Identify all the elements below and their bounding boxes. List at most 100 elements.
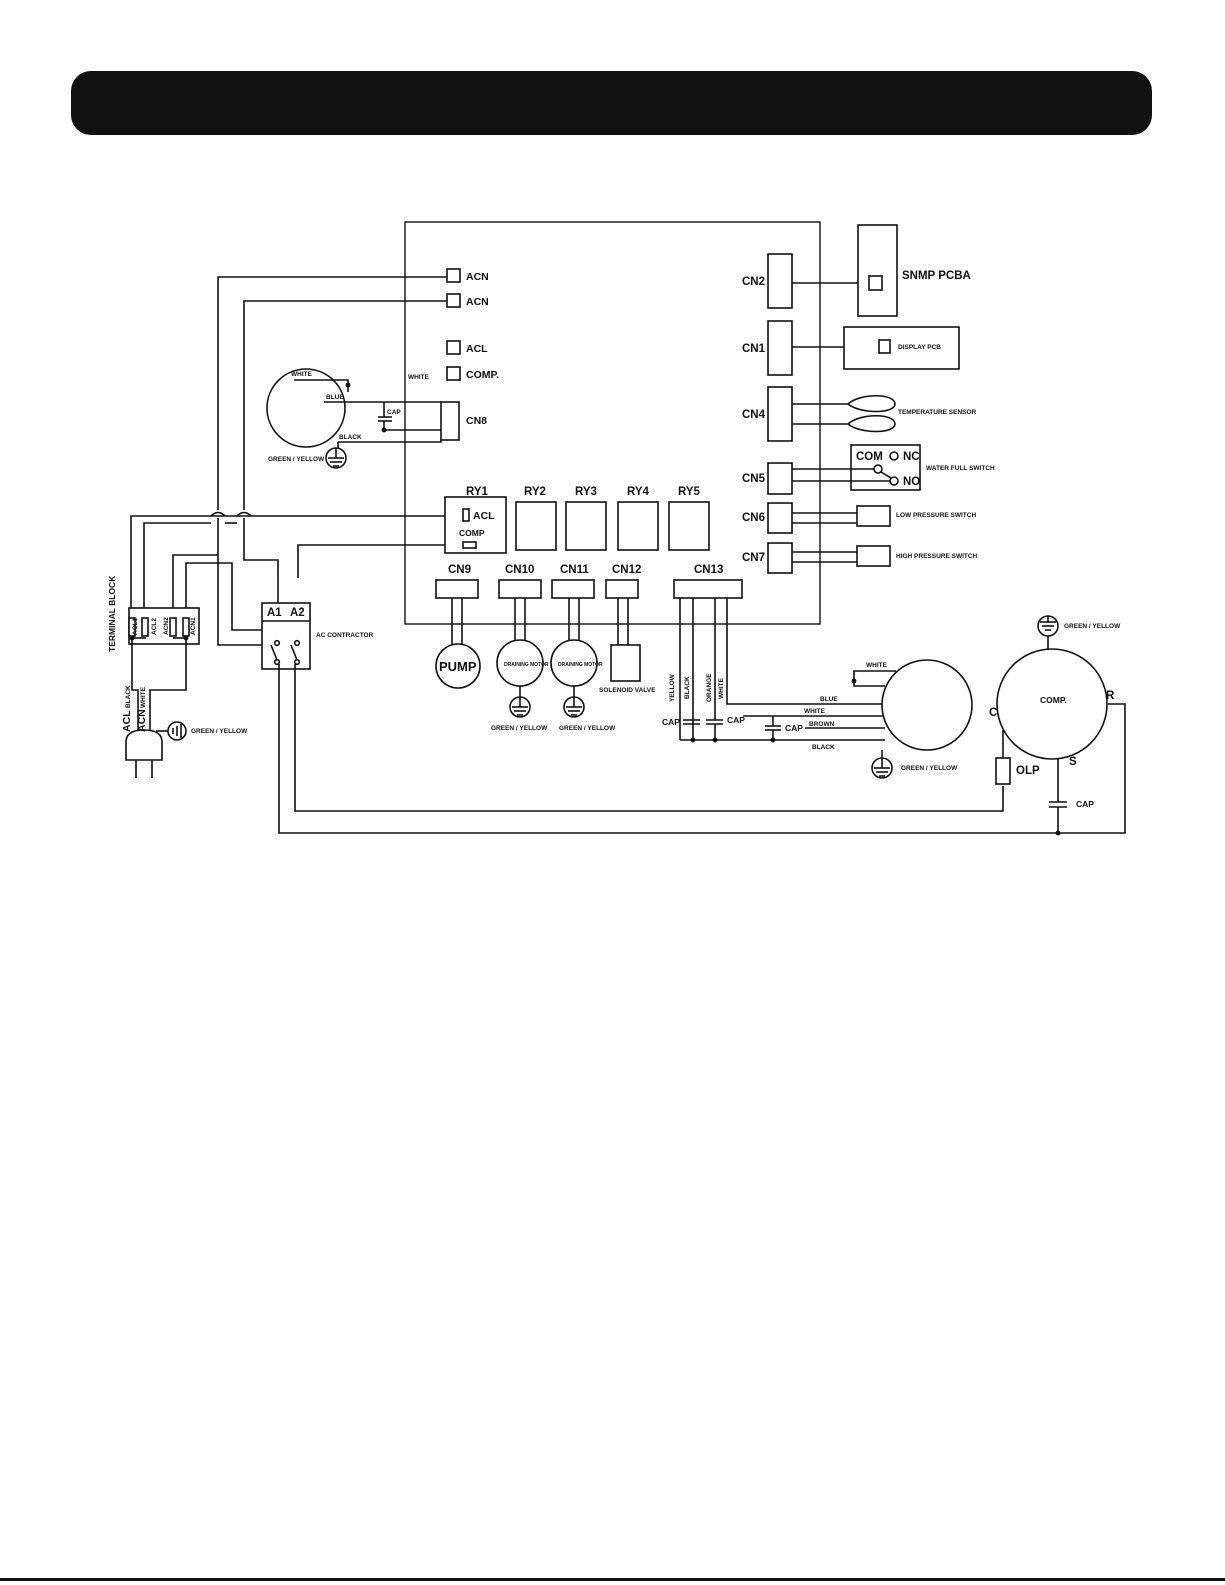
- cn6-connector: [767, 502, 793, 534]
- wire-plug-acn: [149, 640, 187, 730]
- terminal-acl2: [141, 617, 149, 637]
- cn12-label: CN12: [612, 564, 641, 576]
- comp-label: COMP.: [466, 369, 499, 381]
- solenoid-label: SOLENOID VALVE: [599, 687, 656, 694]
- cn6-label: CN6: [742, 512, 765, 524]
- cn12-connector: [605, 579, 639, 599]
- com-label: COM: [856, 451, 883, 463]
- acn1-label: ACN1: [190, 617, 197, 635]
- wire-acn-1: [217, 276, 447, 510]
- node: [129, 635, 135, 641]
- cap-b-label: CAP: [727, 715, 745, 725]
- cap-a-label: CAP: [662, 717, 680, 727]
- wire-plug-acl: [131, 640, 139, 730]
- snmp-pcba-socket: [868, 275, 883, 291]
- ry4-label: RY4: [627, 486, 650, 498]
- terminal-block-label: TERMINAL BLOCK: [107, 575, 117, 652]
- ry1-acl-terminal: [462, 508, 470, 522]
- cn10-connector: [498, 579, 542, 599]
- wire-hop-1: [210, 511, 226, 517]
- m-white2-label: WHITE: [804, 708, 826, 715]
- plug-gy-label: GREEN / YELLOW: [191, 728, 248, 735]
- wire-hop-2: [236, 511, 252, 517]
- acl2-label: ACL2: [151, 618, 158, 635]
- wire-comp-r: [278, 664, 1126, 834]
- drain1-gy-label: GREEN / YELLOW: [491, 725, 548, 732]
- fan-cap-label: CAP: [387, 409, 401, 416]
- snmp-pcba: [857, 224, 898, 317]
- drain2-gy-label: GREEN / YELLOW: [559, 725, 616, 732]
- solenoid-valve: [610, 644, 641, 682]
- cn8-connector: [440, 401, 460, 441]
- display-pcb-socket: [878, 339, 891, 354]
- comp-label: COMP.: [1040, 695, 1067, 705]
- cn4-connector: [767, 386, 793, 442]
- low-label: LOW PRESSURE SWITCH: [896, 512, 976, 519]
- nc-label: NC: [903, 451, 920, 463]
- cn1-connector: [767, 320, 793, 376]
- ry1-label: RY1: [466, 486, 489, 498]
- ac-contractor: [261, 602, 311, 670]
- fan-gy-label: GREEN / YELLOW: [268, 456, 325, 463]
- power-plug: [125, 729, 163, 761]
- fan-black-wire: [338, 440, 442, 443]
- acn2-label: ACN2: [163, 617, 170, 635]
- cn5-connector: [767, 462, 793, 495]
- water-full-switch: [850, 444, 921, 491]
- plug-acn-label: ACN: [136, 709, 148, 732]
- no-label: NO: [903, 476, 920, 488]
- fan-blue-label: BLUE: [326, 394, 344, 401]
- temp-label: TEMPERATURE SENSOR: [898, 409, 977, 416]
- wire-acn-2: [243, 300, 447, 510]
- node: [1055, 830, 1061, 836]
- acn-terminal-1: [446, 268, 461, 283]
- m-white-label: WHITE: [866, 662, 888, 669]
- a2-label: A2: [290, 607, 305, 619]
- wire-acn-1-lower: [217, 518, 264, 646]
- cn9-connector: [435, 579, 479, 599]
- cn11-label: CN11: [560, 564, 589, 576]
- cn9-label: CN9: [448, 564, 471, 576]
- comp-gy-label: GREEN / YELLOW: [1064, 623, 1121, 630]
- node: [851, 678, 857, 684]
- acl-label: ACL: [466, 343, 488, 355]
- cn10-label: CN10: [505, 564, 534, 576]
- plug-white-label: WHITE: [140, 686, 147, 708]
- acl1-label: ACL1: [132, 618, 139, 635]
- com-contact: [873, 464, 883, 474]
- water-switch-arm: [880, 471, 892, 479]
- low-pressure-switch: [856, 505, 891, 527]
- s-label: S: [1069, 756, 1077, 768]
- wire-acl2: [143, 522, 211, 618]
- fan-white-label-2: WHITE: [408, 374, 430, 381]
- fan-black-label: BLACK: [339, 434, 362, 441]
- wire-ry1-comp: [297, 544, 463, 578]
- w-yellow-label: YELLOW: [669, 673, 676, 702]
- node: [690, 737, 696, 743]
- ry5-label: RY5: [678, 486, 701, 498]
- node: [183, 635, 189, 641]
- m-black-label: BLACK: [812, 744, 835, 751]
- olp: [995, 757, 1011, 785]
- cn13-connector: [673, 579, 743, 599]
- fan-white-label: WHITE: [291, 371, 313, 378]
- contact: [293, 658, 301, 666]
- switch-arm: [270, 644, 278, 661]
- plug-acl-label: ACL: [121, 710, 133, 732]
- wire-acn1: [185, 562, 276, 631]
- wire-acn-2-lower: [243, 518, 279, 578]
- w-white-label: WHITE: [718, 677, 725, 699]
- comp-terminal: [446, 366, 461, 381]
- olp-label: OLP: [1016, 765, 1040, 777]
- cn11-connector: [551, 579, 595, 599]
- contact: [273, 658, 281, 666]
- m-brown-label: BROWN: [809, 721, 835, 728]
- acl-terminal: [446, 340, 461, 355]
- cn8-label: CN8: [466, 415, 487, 427]
- cn2-label: CN2: [742, 276, 765, 288]
- display-label: DISPLAY PCB: [898, 344, 941, 351]
- r-label: R: [1106, 690, 1115, 702]
- water-label: WATER FULL SWITCH: [926, 465, 995, 472]
- fan-white-wire: [294, 379, 349, 392]
